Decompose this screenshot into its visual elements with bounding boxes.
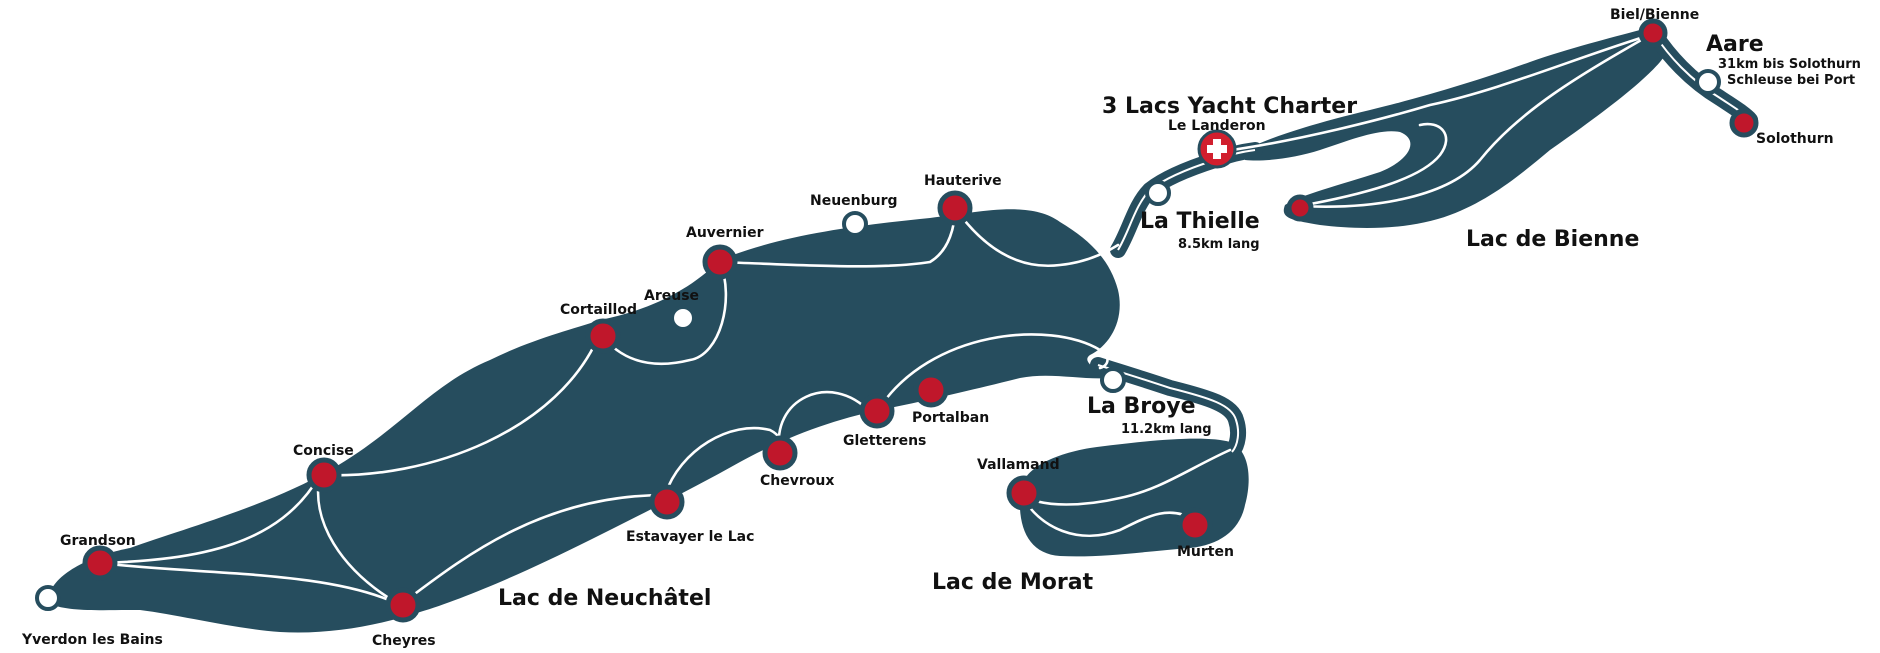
- label-neuenburg: Neuenburg: [810, 193, 898, 209]
- waypoint-yverdon[interactable]: [35, 585, 61, 611]
- label-aare-note2: Schleuse bei Port: [1727, 73, 1855, 88]
- label-solothurn: Solothurn: [1756, 131, 1834, 147]
- port-cheyres[interactable]: [385, 587, 421, 623]
- label-vallamand: Vallamand: [977, 457, 1060, 473]
- port-concise[interactable]: [306, 457, 342, 493]
- home-base-marker[interactable]: [1197, 129, 1237, 169]
- label-la-thielle: La Thielle: [1140, 209, 1260, 234]
- port-cortaillod[interactable]: [585, 318, 621, 354]
- label-aare: Aare: [1706, 32, 1764, 57]
- port-grandson[interactable]: [82, 545, 118, 581]
- port-solothurn[interactable]: [1729, 108, 1759, 138]
- label-chevroux: Chevroux: [760, 473, 834, 489]
- label-auvernier: Auvernier: [686, 225, 764, 241]
- waypoint-areuse[interactable]: [670, 305, 696, 331]
- label-cheyres: Cheyres: [372, 633, 436, 649]
- labels-layer: 3 Lacs Yacht Charter Le Landeron Lac de …: [21, 7, 1861, 649]
- label-estavayer: Estavayer le Lac: [626, 529, 754, 545]
- label-murten: Murten: [1177, 544, 1234, 560]
- port-biel[interactable]: [1638, 18, 1668, 48]
- label-gletterens: Gletterens: [843, 433, 926, 449]
- label-la-broye: La Broye: [1087, 394, 1196, 419]
- port-portalban[interactable]: [913, 372, 949, 408]
- waypoint-aare[interactable]: [1695, 69, 1721, 95]
- port-murten[interactable]: [1177, 507, 1213, 543]
- waypoint-neuenburg[interactable]: [842, 211, 868, 237]
- bienne-inner-bay: [1290, 137, 1408, 185]
- port-chevroux[interactable]: [762, 435, 798, 471]
- port-vallamand[interactable]: [1006, 475, 1042, 511]
- port-bienne-west[interactable]: [1286, 194, 1314, 222]
- lake-neuchatel-shape: [50, 209, 1120, 633]
- label-grandson: Grandson: [60, 533, 136, 549]
- label-hauterive: Hauterive: [924, 173, 1002, 189]
- label-lac-de-neuchatel: Lac de Neuchâtel: [498, 586, 711, 611]
- waypoint-broye[interactable]: [1100, 367, 1126, 393]
- label-biel: Biel/Bienne: [1610, 7, 1699, 23]
- label-lac-de-bienne: Lac de Bienne: [1466, 227, 1639, 252]
- port-estavayer[interactable]: [649, 484, 685, 520]
- label-portalban: Portalban: [912, 410, 989, 426]
- brand-title: 3 Lacs Yacht Charter: [1102, 94, 1357, 119]
- label-la-thielle-length: 8.5km lang: [1178, 237, 1260, 252]
- label-yverdon: Yverdon les Bains: [21, 632, 163, 648]
- ports-layer: [82, 18, 1759, 623]
- label-la-broye-length: 11.2km lang: [1121, 422, 1212, 437]
- port-gletterens[interactable]: [859, 393, 895, 429]
- waypoints-layer: [35, 69, 1721, 611]
- label-lac-de-morat: Lac de Morat: [932, 570, 1094, 595]
- label-le-landeron: Le Landeron: [1168, 118, 1266, 134]
- lake-bienne-shape: [1245, 29, 1668, 228]
- label-cortaillod: Cortaillod: [560, 302, 637, 318]
- label-areuse: Areuse: [644, 288, 699, 304]
- label-concise: Concise: [293, 443, 354, 459]
- route-lines: [98, 33, 1652, 607]
- waypoint-thielle[interactable]: [1145, 180, 1171, 206]
- port-auvernier[interactable]: [702, 244, 738, 280]
- port-hauterive[interactable]: [937, 190, 973, 226]
- label-aare-note1: 31km bis Solothurn: [1718, 57, 1861, 72]
- river-thielle: [1110, 142, 1263, 258]
